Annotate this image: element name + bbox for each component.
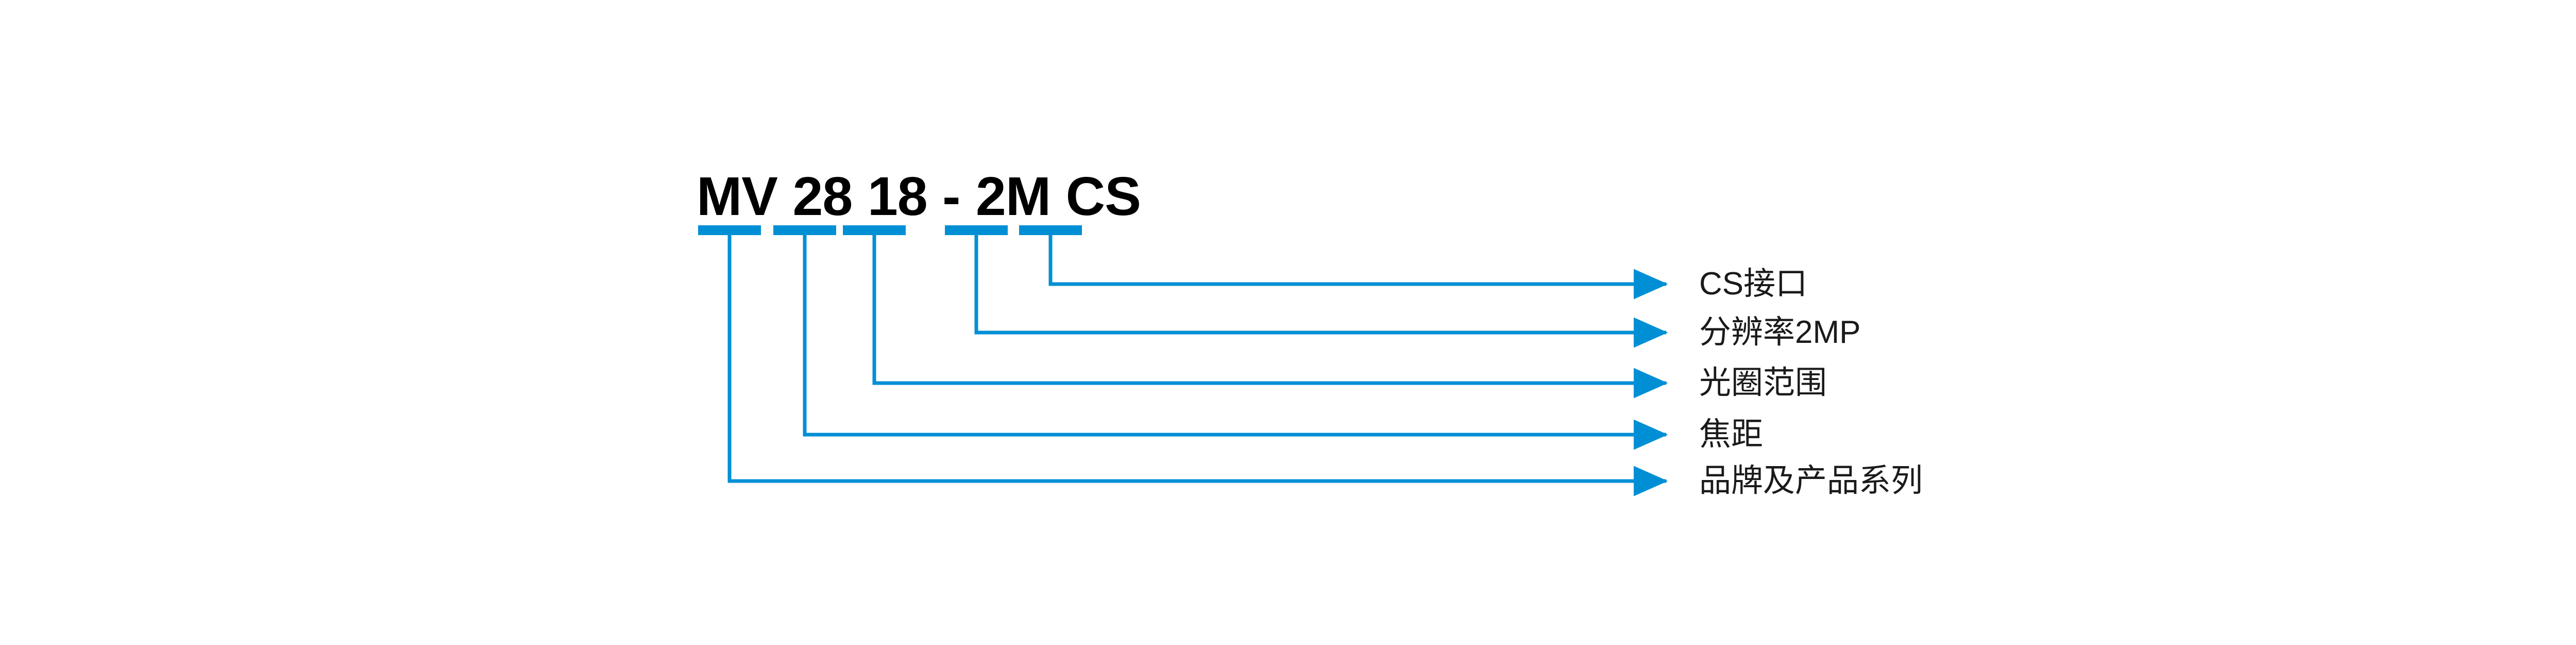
code-segment-brand: MV bbox=[697, 166, 778, 227]
code-segment-resolution: 2M bbox=[975, 166, 1051, 227]
code-dash: - bbox=[927, 166, 976, 227]
callout-label-mount: CS接口 bbox=[1699, 266, 1808, 302]
code-segment-mount: CS bbox=[1065, 166, 1141, 227]
underline-bar-brand bbox=[698, 225, 761, 235]
leader-line-focal bbox=[803, 235, 1668, 450]
code-segment-focal: 28 bbox=[792, 166, 853, 227]
underline-bar-resolution bbox=[945, 225, 1008, 235]
underline-bar-focal bbox=[773, 225, 836, 235]
callout-label-resolution: 分辨率2MP bbox=[1699, 315, 1861, 350]
callout-label-brand: 品牌及产品系列 bbox=[1699, 463, 1923, 499]
leader-line-aperture bbox=[872, 235, 1668, 399]
leader-line-brand bbox=[727, 235, 1668, 497]
callout-label-focal: 焦距 bbox=[1699, 417, 1764, 452]
part-number-code: MV 28 18 - 2M CS bbox=[697, 166, 1141, 224]
leader-line-resolution bbox=[974, 235, 1668, 348]
leader-line-mount bbox=[1048, 235, 1668, 300]
underline-bar-aperture bbox=[843, 225, 906, 235]
callout-label-aperture: 光圈范围 bbox=[1699, 365, 1827, 401]
underline-bar-mount bbox=[1019, 225, 1082, 235]
code-segment-aperture: 18 bbox=[867, 166, 928, 227]
